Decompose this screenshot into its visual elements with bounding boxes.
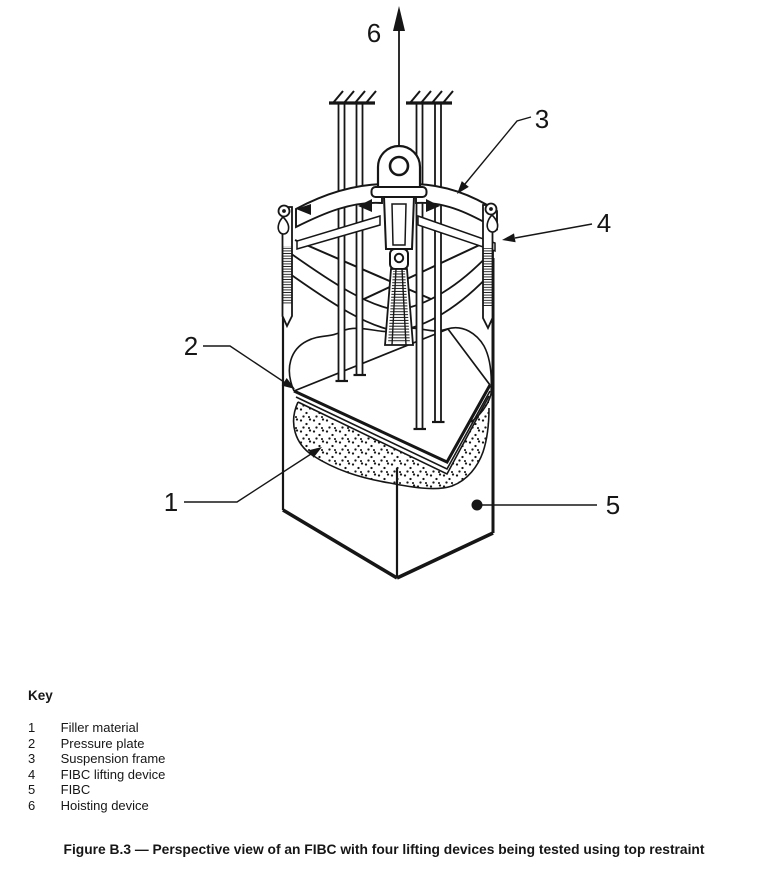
- cutaway-torn-edge: [288, 327, 493, 423]
- key-row: 4 FIBC lifting device: [28, 767, 165, 783]
- key-item-label: FIBC: [60, 782, 91, 798]
- callout-2-label: 2: [184, 331, 198, 361]
- key-item-number: 4: [28, 766, 36, 782]
- callout-6: 6: [367, 18, 381, 48]
- callout-3: 3: [457, 104, 549, 194]
- key-row: 1 Filler material: [28, 720, 165, 736]
- post: [432, 104, 445, 424]
- key-item-number: 1: [28, 720, 36, 735]
- fibc-test-diagram: 6 3 4 2 1 5: [164, 6, 620, 580]
- key-section: Key 1 Filler material 2 Pressure plate 3…: [28, 688, 165, 814]
- key-item-label: Suspension frame: [60, 751, 166, 767]
- tension-strap: [384, 248, 414, 346]
- figure-diagram: 6 3 4 2 1 5: [164, 6, 620, 580]
- callout-2: 2: [184, 331, 295, 389]
- lifting-device-left: [277, 204, 293, 329]
- key-row: 6 Hoisting device: [28, 798, 165, 814]
- key-item-label: Pressure plate: [60, 735, 145, 751]
- callout-5: 5: [471, 490, 620, 520]
- post: [335, 104, 348, 383]
- suspension-frame: [295, 183, 498, 253]
- callout-1: 1: [164, 447, 322, 517]
- key-item-label: Hoisting device: [60, 797, 149, 813]
- callout-6-label: 6: [367, 18, 381, 48]
- key-item-number: 3: [28, 751, 36, 767]
- callout-5-label: 5: [606, 490, 620, 520]
- callout-4-label: 4: [597, 208, 611, 238]
- key-row: 3 Suspension frame: [28, 751, 165, 767]
- lifting-device-right: [482, 202, 499, 331]
- callout-1-label: 1: [164, 487, 178, 517]
- callout-4: 4: [502, 208, 611, 243]
- callout-3-label: 3: [535, 104, 549, 134]
- figure-caption: Figure B.3 — Perspective view of an FIBC…: [63, 842, 705, 857]
- post: [353, 104, 366, 377]
- key-rows: 1 Filler material 2 Pressure plate 3 Sus…: [28, 720, 165, 814]
- key-item-number: 2: [28, 735, 36, 751]
- key-item-number: 6: [28, 797, 36, 813]
- key-row: 5 FIBC: [28, 782, 165, 798]
- key-title: Key: [28, 688, 53, 703]
- key-row: 2 Pressure plate: [28, 736, 165, 752]
- ceiling-mounts: [329, 90, 454, 105]
- key-item-number: 5: [28, 782, 36, 798]
- lifting-eye: [370, 144, 428, 250]
- key-item-label: FIBC lifting device: [60, 766, 166, 782]
- hoist-arrow-icon: [393, 6, 405, 150]
- filler-material: [292, 398, 490, 490]
- key-item-label: Filler material: [60, 720, 139, 735]
